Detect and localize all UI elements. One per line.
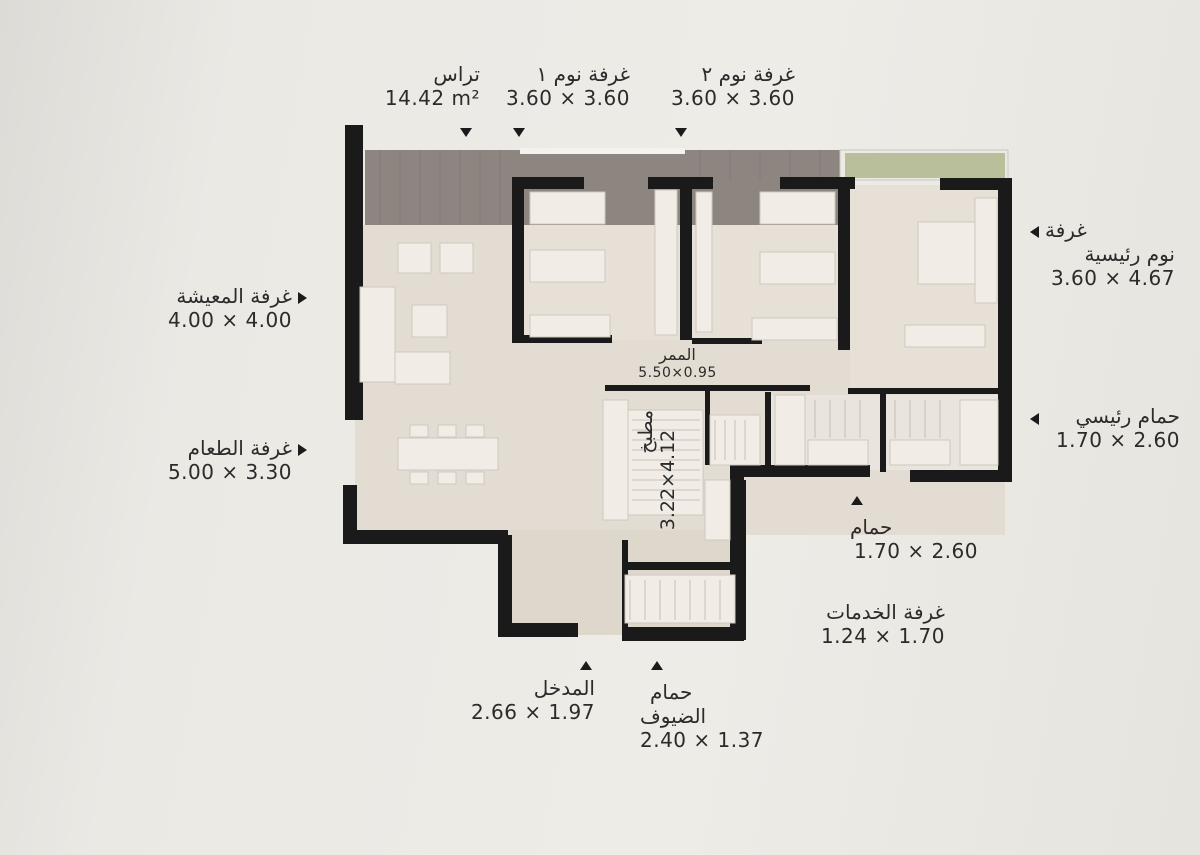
bedroom2-name: غرفة نوم ٢: [701, 62, 795, 86]
master-bedroom-marker: [1030, 223, 1039, 242]
living-marker: [298, 289, 307, 308]
bath-name: حمام: [850, 515, 893, 539]
guest-bath-name-2: الضيوف: [640, 704, 707, 728]
service-room-name: غرفة الخدمات: [826, 600, 945, 624]
service-room-dims: 1.24 × 1.70: [820, 624, 945, 648]
bedroom1-dims: 3.60 × 3.60: [505, 86, 630, 110]
label-bedroom2: غرفة نوم ٢ 3.60 × 3.60: [655, 62, 795, 110]
kitchen-dims: 3.22×4.12: [657, 429, 679, 531]
label-dining: غرفة الطعام 5.00 × 3.30: [140, 436, 292, 484]
kitchen-name: مطبخ: [635, 410, 657, 454]
dining-marker: [298, 441, 307, 460]
bedroom1-marker: [513, 122, 525, 141]
entrance-name: المدخل: [533, 676, 595, 700]
bedroom1-name: غرفة نوم ١: [536, 62, 630, 86]
guest-bath-marker: [651, 655, 663, 674]
master-bedroom-dims: 3.60 × 4.67: [1050, 266, 1175, 290]
corridor-name: الممر: [659, 345, 696, 364]
walls: [343, 125, 1012, 641]
label-living: غرفة المعيشة 4.00 × 4.00: [140, 284, 292, 332]
master-bedroom-name-2: نوم رئيسية: [1084, 242, 1176, 266]
label-bedroom1: غرفة نوم ١ 3.60 × 3.60: [490, 62, 630, 110]
living-dims: 4.00 × 4.00: [167, 308, 292, 332]
bedroom2-dims: 3.60 × 3.60: [670, 86, 795, 110]
terrace-dims: 14.42 m²: [384, 86, 480, 110]
label-kitchen: مطبخ 3.22×4.12: [635, 410, 685, 550]
terrace-marker: [460, 122, 472, 141]
label-guest-bath: حمام الضيوف 2.40 × 1.37: [640, 680, 780, 752]
label-service-room: غرفة الخدمات 1.24 × 1.70: [790, 600, 945, 648]
living-name: غرفة المعيشة: [176, 284, 292, 308]
label-corridor: الممر 5.50×0.95: [620, 346, 735, 382]
furniture: [359, 189, 999, 624]
guest-bath-name-1: حمام: [650, 680, 693, 704]
master-bath-name: حمام رئيسي: [1075, 404, 1180, 428]
label-master-bedroom: غرفة نوم رئيسية 3.60 × 4.67: [1045, 218, 1175, 290]
label-entrance: المدخل 2.66 × 1.97: [455, 676, 595, 724]
label-master-bath: حمام رئيسي 1.70 × 2.60: [1040, 404, 1180, 452]
entrance-dims: 2.66 × 1.97: [470, 700, 595, 724]
corridor-dims: 5.50×0.95: [638, 365, 717, 381]
terrace-name: تراس: [433, 62, 480, 86]
guest-bath-dims: 2.40 × 1.37: [640, 728, 765, 752]
bedroom2-marker: [675, 122, 687, 141]
bath-dims: 1.70 × 2.60: [853, 539, 978, 563]
dining-dims: 5.00 × 3.30: [167, 460, 292, 484]
master-bath-dims: 1.70 × 2.60: [1055, 428, 1180, 452]
entrance-marker: [580, 655, 592, 674]
label-terrace: تراس 14.42 m²: [370, 62, 480, 110]
dining-name: غرفة الطعام: [187, 436, 292, 460]
garden-strip: [845, 153, 1005, 178]
master-bedroom-name-1: غرفة: [1045, 218, 1087, 242]
master-bath-marker: [1030, 410, 1039, 429]
label-bath: حمام 1.70 × 2.60: [830, 515, 978, 563]
bath-marker: [851, 490, 863, 509]
